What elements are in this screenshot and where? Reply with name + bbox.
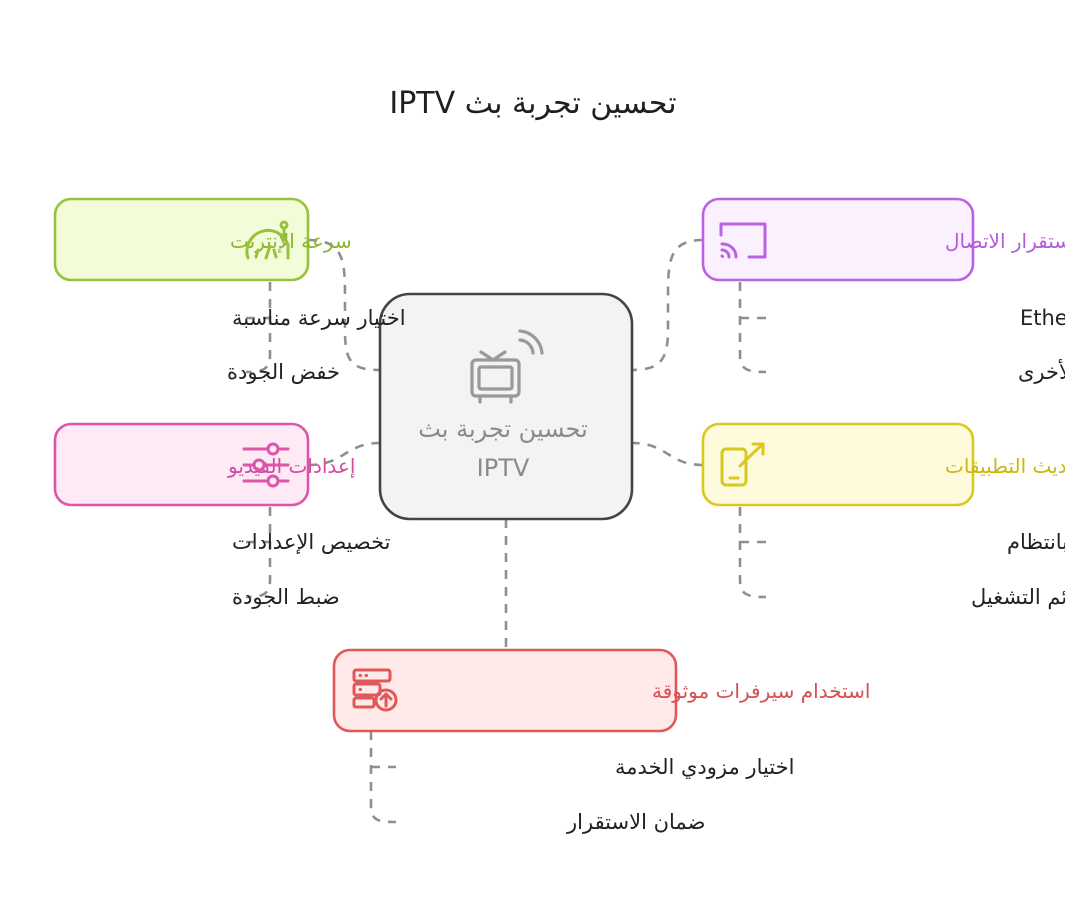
item-customize-settings: تخصيص الإعدادات bbox=[232, 530, 391, 554]
branch-connection-stability bbox=[738, 282, 767, 374]
node-label-update-apps: تحديث التطبيقات bbox=[945, 454, 1065, 478]
node-video-settings[interactable]: إعدادات الفيديو bbox=[53, 422, 355, 507]
node-label-connection-stability: استقرار الاتصال bbox=[945, 229, 1065, 253]
sub-items: اختيار سرعة مناسبة خفض الجودة استخدام كا… bbox=[227, 306, 1065, 834]
branch-video-settings bbox=[245, 507, 272, 599]
item-update-playlists: تحديث قوائم التشغيل bbox=[971, 585, 1065, 610]
connector-video-settings bbox=[307, 441, 381, 467]
center-label-line2: IPTV bbox=[477, 454, 530, 482]
node-reliable-servers[interactable]: استخدام سيرفرات موثوقة bbox=[332, 648, 870, 733]
cast-icon bbox=[719, 222, 767, 259]
item-lower-quality: خفض الجودة bbox=[227, 360, 340, 384]
center-label-line1: تحسين تجربة بث bbox=[418, 415, 588, 443]
branch-internet-speed bbox=[245, 282, 272, 374]
node-internet-speed[interactable]: سرعة الإنترنت bbox=[53, 197, 352, 282]
node-connection-stability[interactable]: استقرار الاتصال bbox=[701, 197, 1065, 282]
connector-connection-stability bbox=[631, 238, 704, 372]
speedometer-icon bbox=[245, 220, 290, 260]
item-adjust-quality: ضبط الجودة bbox=[232, 585, 340, 609]
phone-update-icon bbox=[720, 442, 765, 487]
server-upload-icon bbox=[352, 668, 398, 712]
item-update-apps-regularly: تحديث التطبيقات بانتظام bbox=[1007, 530, 1065, 554]
connector-internet-speed bbox=[307, 238, 381, 372]
item-ensure-stability: ضمان الاستقرار bbox=[566, 810, 705, 834]
center-node: تحسين تجربة بث IPTV bbox=[378, 292, 634, 521]
item-choose-providers: اختيار مزودي الخدمة bbox=[615, 755, 794, 779]
branch-update-apps bbox=[738, 507, 767, 599]
item-choose-suitable-speed: اختيار سرعة مناسبة bbox=[232, 306, 406, 330]
item-close-other-apps: إغلاق التطبيقات الأخرى bbox=[1018, 359, 1065, 385]
connectors bbox=[245, 238, 767, 824]
diagram-title: تحسين تجربة بث IPTV bbox=[389, 86, 676, 121]
sliders-icon bbox=[242, 442, 290, 488]
connector-update-apps bbox=[631, 441, 704, 467]
node-label-reliable-servers: استخدام سيرفرات موثوقة bbox=[652, 679, 870, 703]
tv-icon bbox=[470, 329, 544, 404]
item-use-ethernet-cable: استخدام كابل Ethernet bbox=[1020, 306, 1065, 330]
node-update-apps[interactable]: تحديث التطبيقات bbox=[701, 422, 1065, 507]
branch-reliable-servers bbox=[369, 731, 397, 824]
